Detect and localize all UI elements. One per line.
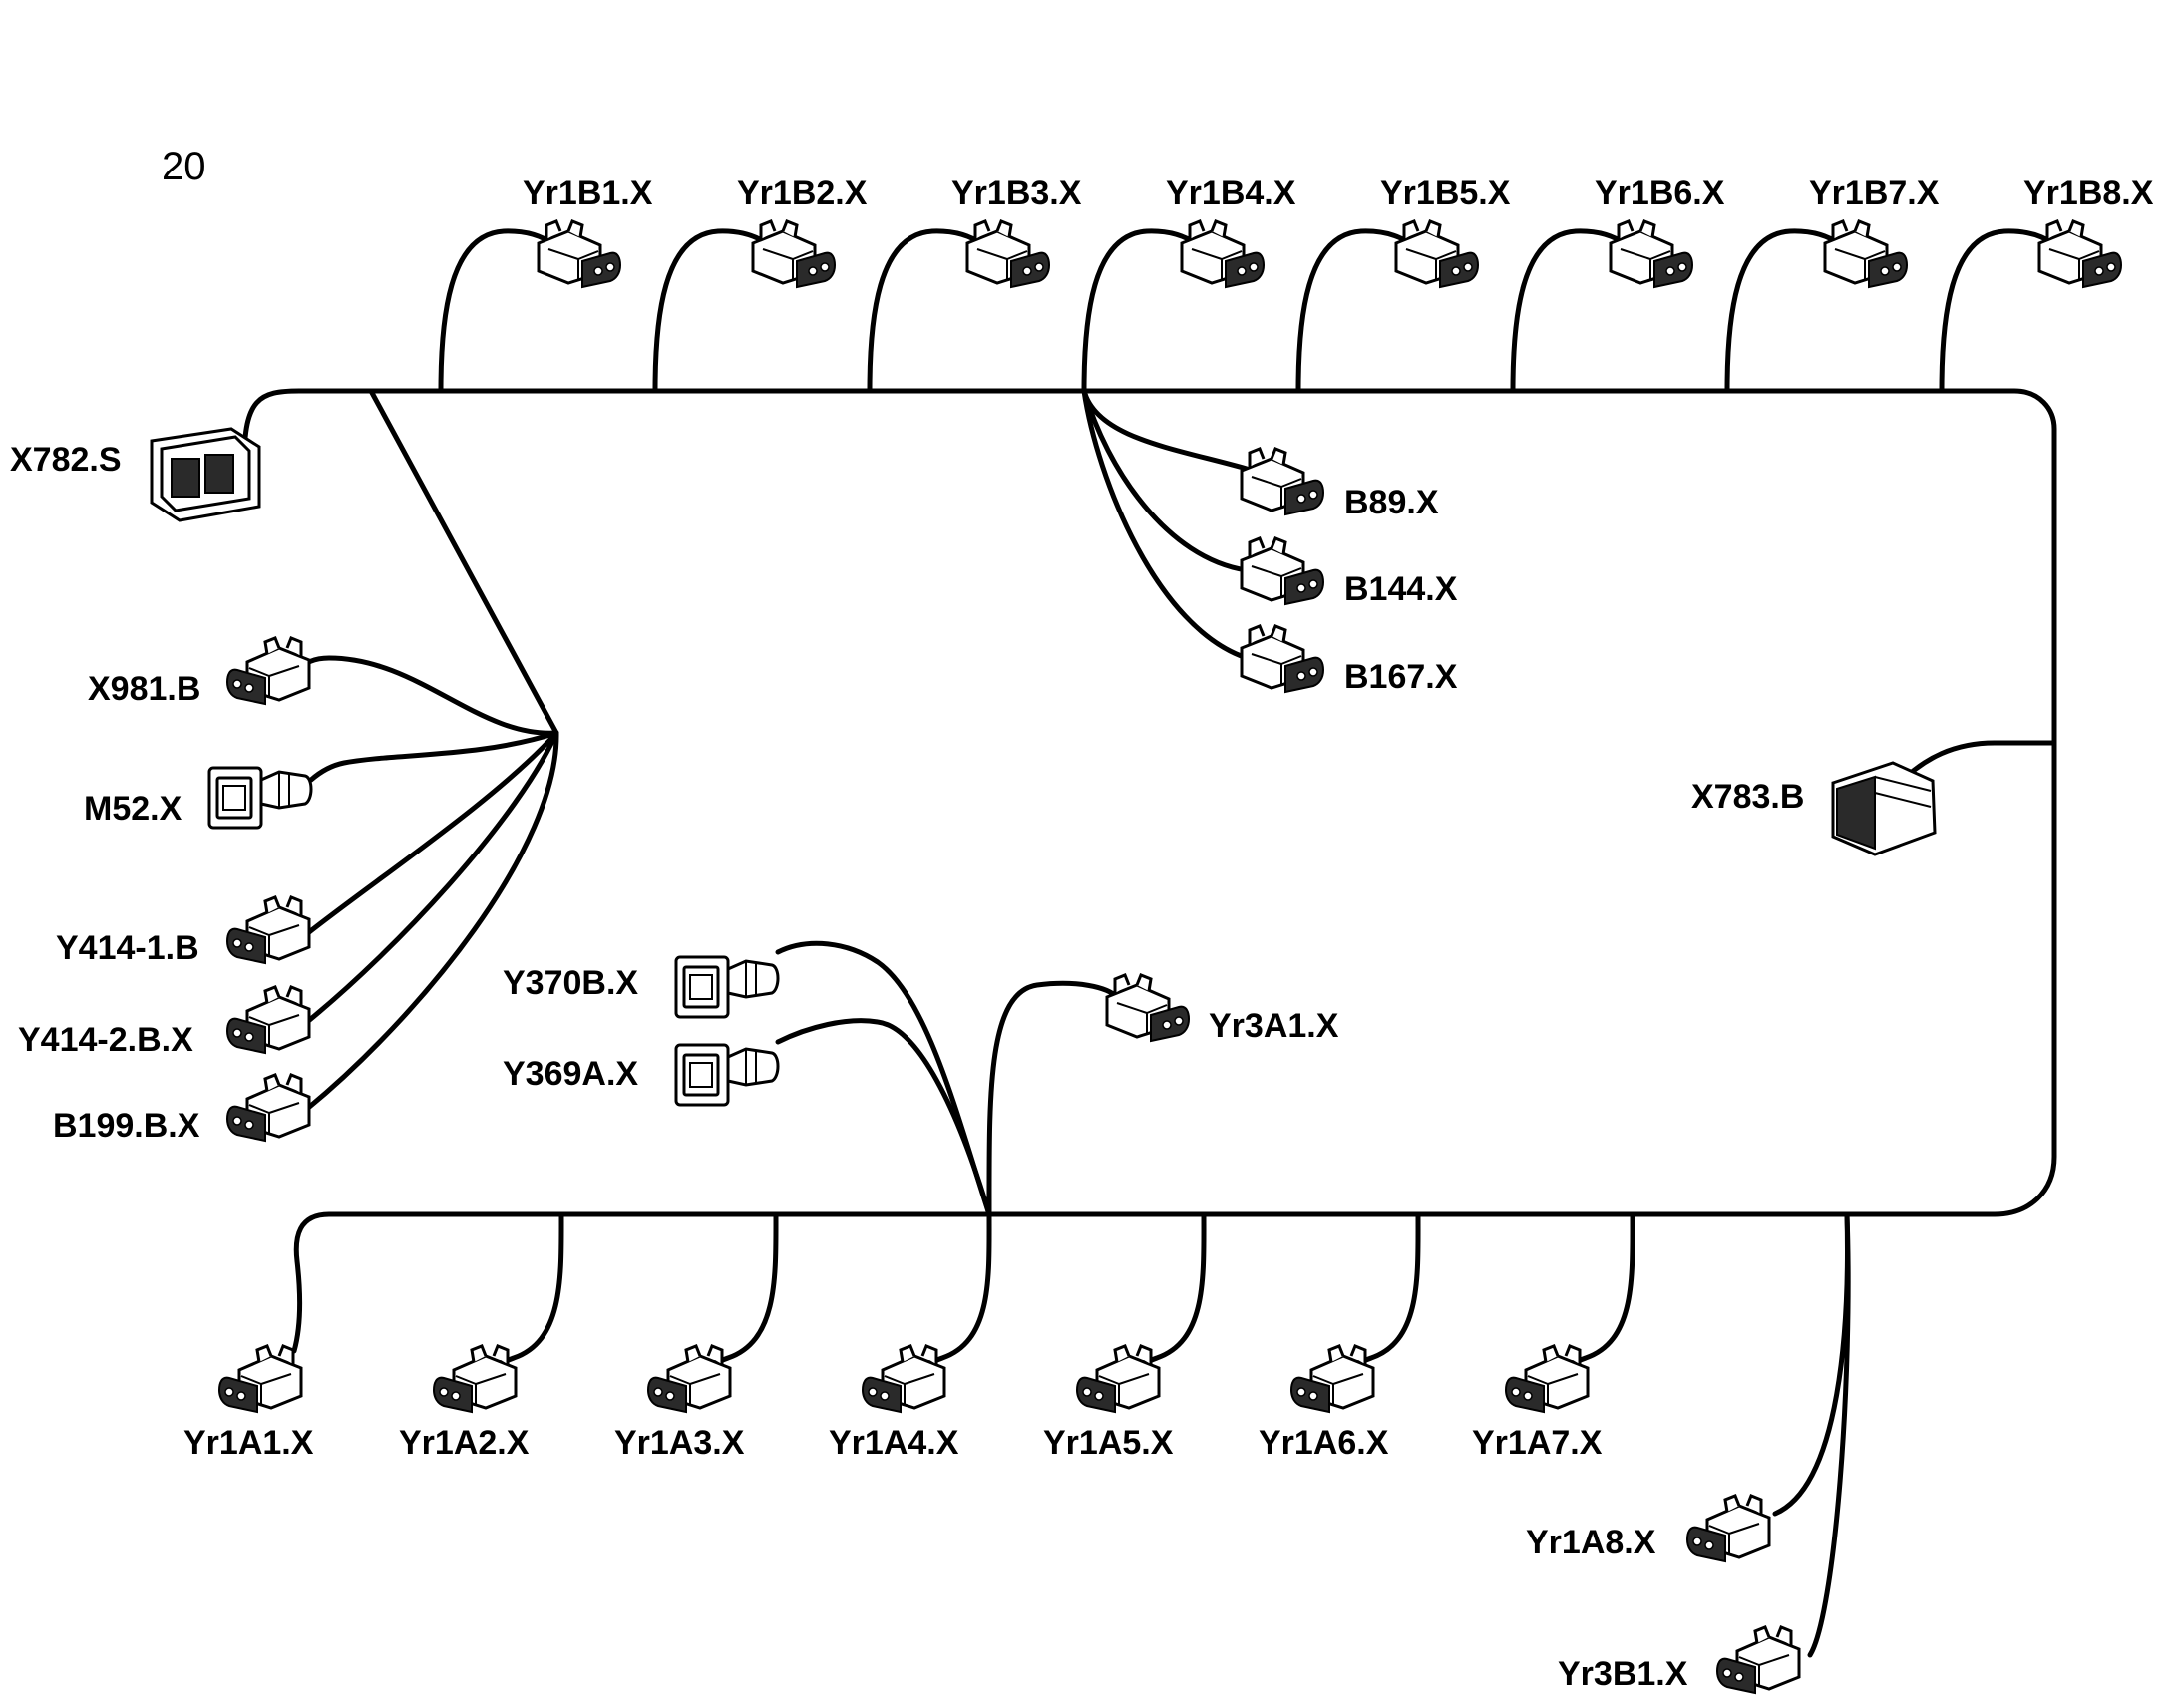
branch-yr1b8 <box>1939 228 2057 394</box>
branch-b89 <box>1081 388 1250 472</box>
label-yr1a8: Yr1A8.X <box>1526 1524 1656 1561</box>
yr3a1-connector-icon <box>1105 973 1191 1043</box>
b89-connector-icon <box>1240 447 1325 516</box>
branch-yr1a7 <box>1543 1211 1635 1374</box>
label-yr1b1: Yr1B1.X <box>523 174 653 212</box>
branch-yr3a1 <box>986 980 1120 1217</box>
label-m52: M52.X <box>84 790 182 828</box>
yr1a4-connector-icon <box>863 1346 944 1412</box>
branch-m52 <box>308 730 559 783</box>
label-b89: B89.X <box>1344 484 1439 521</box>
label-y369a: Y369A.X <box>503 1055 638 1093</box>
branch-yr1b6 <box>1510 228 1629 394</box>
yr1b8-connector-icon <box>2037 219 2123 289</box>
label-b144: B144.X <box>1344 570 1458 608</box>
x782s-connector-icon <box>150 427 261 522</box>
label-yr1a1: Yr1A1.X <box>183 1424 314 1462</box>
label-x783b: X783.B <box>1691 778 1804 816</box>
yr1a3-connector-icon <box>648 1346 730 1412</box>
label-yr1b2: Yr1B2.X <box>737 174 868 212</box>
y414-2b-connector-icon <box>227 987 309 1053</box>
label-yr1a4: Yr1A4.X <box>829 1424 959 1462</box>
branch-yr1b2 <box>652 228 771 394</box>
label-yr1a7: Yr1A7.X <box>1472 1424 1603 1462</box>
label-yr3b1: Yr3B1.X <box>1558 1655 1688 1693</box>
y414-1b-connector-icon <box>227 897 309 963</box>
label-x782s: X782.S <box>10 441 122 479</box>
branch-b167 <box>1081 388 1250 661</box>
branch-x981b <box>296 655 559 736</box>
yr1a8-connector-icon <box>1687 1496 1769 1561</box>
yr1b5-connector-icon <box>1394 219 1480 289</box>
branch-left-diagonal <box>368 388 559 736</box>
yr1a6-connector-icon <box>1291 1346 1373 1412</box>
b144-connector-icon <box>1240 536 1325 606</box>
yr1a2-connector-icon <box>434 1346 516 1412</box>
branch-yr1a8 <box>1772 1211 1850 1517</box>
branch-yr1b1 <box>438 228 556 394</box>
label-yr1b8: Yr1B8.X <box>2023 174 2154 212</box>
branch-yr3b1 <box>1807 1211 1851 1658</box>
branch-yr1a6 <box>1328 1211 1421 1374</box>
label-yr3a1: Yr3A1.X <box>1209 1007 1339 1045</box>
label-yr1b6: Yr1B6.X <box>1595 174 1725 212</box>
y370b-connector-icon <box>674 955 780 1019</box>
yr1b3-connector-icon <box>965 219 1051 289</box>
label-x981b: X981.B <box>88 670 200 708</box>
yr1b2-connector-icon <box>751 219 837 289</box>
yr1a7-connector-icon <box>1506 1346 1588 1412</box>
label-b167: B167.X <box>1344 658 1458 696</box>
main-trunk <box>241 388 2057 1354</box>
branch-b199 <box>304 730 559 1112</box>
label-y414-1b: Y414-1.B <box>56 929 199 967</box>
x981b-connector-icon <box>227 638 309 704</box>
m52-connector-icon <box>207 766 313 830</box>
label-yr1a5: Yr1A5.X <box>1043 1424 1174 1462</box>
branch-yr1b4 <box>1081 228 1200 394</box>
yr1b7-connector-icon <box>1823 219 1909 289</box>
branch-yr1a4 <box>900 1211 992 1374</box>
page-number: 20 <box>162 145 206 188</box>
branch-y369a <box>775 1018 992 1217</box>
yr3b1-connector-icon <box>1717 1627 1799 1693</box>
label-yr1b7: Yr1B7.X <box>1809 174 1940 212</box>
b167-connector-icon <box>1240 624 1325 694</box>
branch-yr1b5 <box>1295 228 1414 394</box>
label-y370b: Y370B.X <box>503 964 638 1002</box>
b199b-connector-icon <box>227 1075 309 1141</box>
branch-yr1b7 <box>1724 228 1843 394</box>
y369a-connector-icon <box>674 1043 780 1107</box>
branch-y370b <box>775 940 992 1217</box>
label-yr1b4: Yr1B4.X <box>1166 174 1296 212</box>
branch-yr1a3 <box>685 1211 779 1374</box>
branch-y414-2 <box>304 730 559 1025</box>
label-yr1b3: Yr1B3.X <box>951 174 1082 212</box>
label-yr1b5: Yr1B5.X <box>1380 174 1511 212</box>
branch-b144 <box>1081 388 1250 573</box>
label-yr1a6: Yr1A6.X <box>1259 1424 1389 1462</box>
branch-yr1a2 <box>471 1211 564 1374</box>
yr1a1-connector-icon <box>219 1346 301 1412</box>
yr1b1-connector-icon <box>537 219 622 289</box>
branch-yr1b3 <box>867 228 985 394</box>
label-y414-2b: Y414-2.B.X <box>18 1021 193 1059</box>
branch-y414-1 <box>306 730 559 935</box>
yr1b4-connector-icon <box>1180 219 1266 289</box>
x783b-connector-icon <box>1831 761 1937 856</box>
branch-yr1a5 <box>1114 1211 1207 1374</box>
label-yr1a2: Yr1A2.X <box>399 1424 530 1462</box>
label-b199b: B199.B.X <box>53 1107 200 1145</box>
yr1b6-connector-icon <box>1609 219 1694 289</box>
label-yr1a3: Yr1A3.X <box>614 1424 745 1462</box>
yr1a5-connector-icon <box>1077 1346 1159 1412</box>
